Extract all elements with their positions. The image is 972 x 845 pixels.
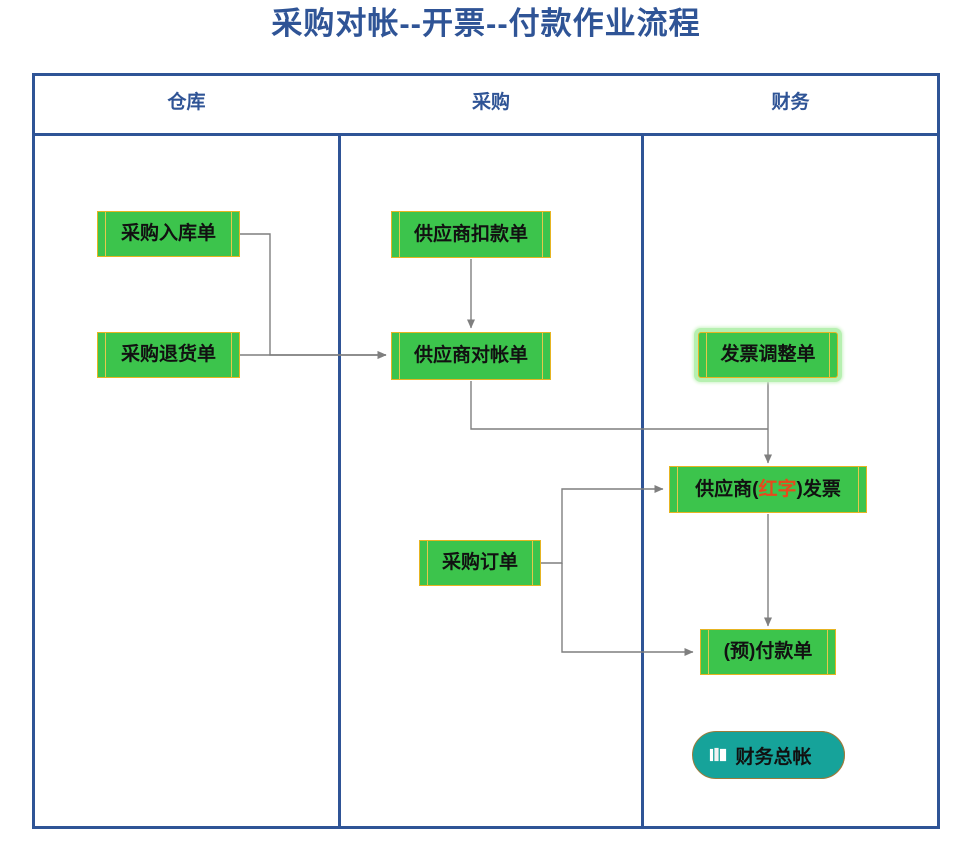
lane-divider-purchasing-finance	[641, 133, 644, 829]
node-supplier-reconciliation[interactable]: 供应商对帐单	[391, 332, 551, 380]
lane-header-purchasing: 采购	[471, 92, 510, 113]
node-label-highlight: 红字	[758, 478, 797, 500]
node-label: 采购订单	[441, 552, 518, 573]
node-label: 供应商扣款单	[413, 223, 528, 245]
node-label: 采购退货单	[120, 344, 216, 365]
node-label: 供应商(红字)发票	[695, 479, 841, 501]
node-label-suffix: )发票	[796, 478, 841, 500]
page-title: 采购对帐--开票--付款作业流程	[271, 6, 701, 41]
database-label-wrap: 财务总帐	[692, 731, 845, 779]
node-supplier-deduction[interactable]: 供应商扣款单	[391, 211, 551, 258]
node-label: 财务总帐	[735, 746, 812, 768]
node-purchase-return[interactable]: 采购退货单	[97, 332, 240, 378]
node-label: 采购入库单	[120, 223, 216, 244]
node-label-prefix: 供应商(	[695, 478, 759, 500]
node-purchase-receipt[interactable]: 采购入库单	[97, 211, 240, 257]
node-invoice-adjustment[interactable]: 发票调整单	[698, 332, 838, 378]
node-general-ledger[interactable]: 财务总帐	[692, 731, 845, 779]
node-label: 供应商对帐单	[413, 345, 528, 366]
lane-header-warehouse: 仓库	[167, 92, 206, 113]
node-label: 发票调整单	[720, 344, 816, 365]
node-label: (预)付款单	[723, 641, 813, 662]
node-purchase-order[interactable]: 采购订单	[419, 540, 541, 586]
book-icon	[709, 746, 728, 762]
node-supplier-invoice[interactable]: 供应商(红字)发票	[669, 466, 867, 513]
swimlane-frame	[32, 73, 940, 829]
lane-header-finance: 财务	[771, 92, 810, 113]
swimlane-header-rule	[32, 133, 940, 136]
lane-divider-warehouse-purchasing	[338, 133, 341, 829]
node-payment-voucher[interactable]: (预)付款单	[700, 629, 836, 675]
